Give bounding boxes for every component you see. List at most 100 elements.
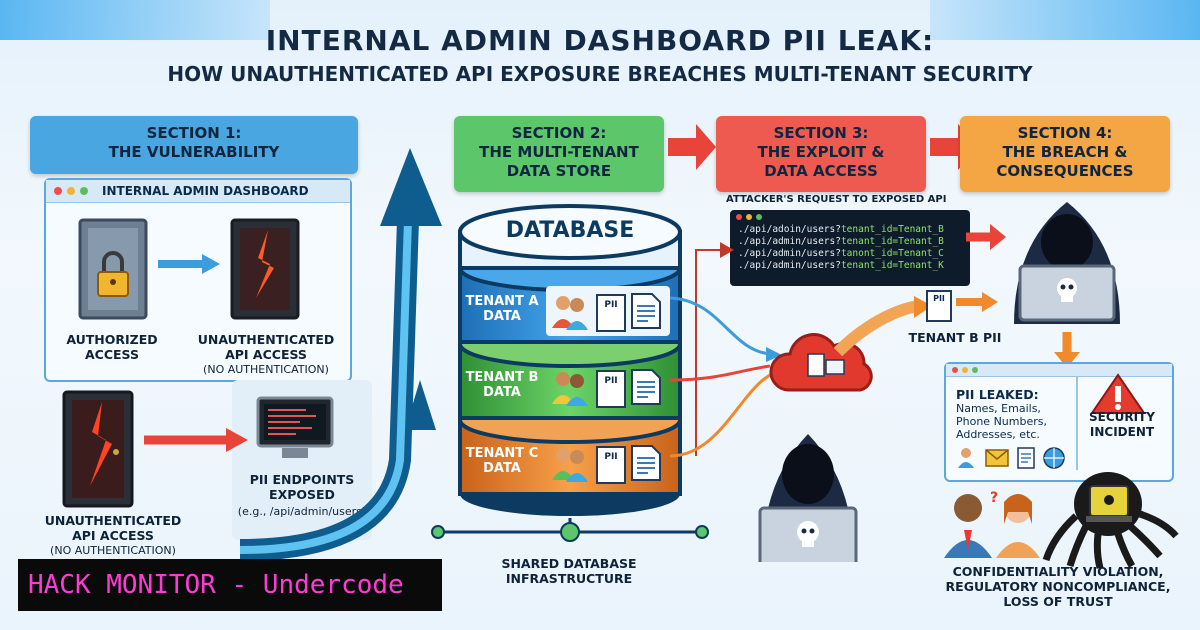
section-4-heading-line3: CONSEQUENCES [996, 162, 1134, 180]
hacker-icon [758, 434, 858, 562]
endpoints-example: (e.g., /api/admin/users) [237, 505, 367, 518]
endpoints-line1: PII ENDPOINTS [249, 472, 355, 487]
affected-users-icon: ? [944, 490, 1040, 558]
section-2-heading-line3: DATA STORE [506, 162, 612, 180]
incident-line1: SECURITY [1089, 410, 1155, 424]
cracked-door-icon [62, 390, 134, 508]
section-2-heading: SECTION 2: THE MULTI-TENANT DATA STORE [454, 116, 664, 192]
breach-window-titlebar [946, 364, 1172, 377]
section-2-heading-line2: THE MULTI-TENANT [479, 143, 639, 161]
window-title: INTERNAL ADMIN DASHBOARD [102, 184, 309, 198]
request-line: ./api/admin/users?tenant_id=Tenant_K [738, 260, 964, 272]
hacker-top-icon [1014, 202, 1120, 324]
database-label: DATABASE [505, 218, 635, 243]
section-3-heading-line1: SECTION 3: [773, 124, 869, 142]
exploit-connectors [669, 242, 782, 458]
tenant-a-pii-doc-icon: PII [596, 294, 626, 332]
infra-line1: SHARED DATABASE [501, 556, 637, 571]
pii-leaked-list: Names, Emails, Phone Numbers, Addresses,… [956, 402, 1076, 441]
breach-window-divider [1076, 376, 1078, 470]
section-1-heading: SECTION 1: THE VULNERABILITY [30, 116, 358, 174]
request-path: ./api/admin/users? [738, 248, 841, 259]
request-param: tanont_id=Tenant_C [840, 248, 944, 259]
pii-leaked-item: Names, Emails, [956, 402, 1041, 415]
section-2-arrow-icon [668, 124, 716, 170]
pii-endpoints-label: PII ENDPOINTS EXPOSED (e.g., /api/admin/… [232, 472, 372, 519]
watermark-banner: HACK MONITOR - Undercode [18, 559, 442, 611]
request-line: ./api/adoin/users?tenant_id=Tenant_B [738, 224, 964, 236]
pii-arrow-icon [956, 292, 998, 312]
consequence-line3: LOSS OF TRUST [1003, 594, 1113, 609]
request-label: ATTACKER'S REQUEST TO EXPOSED API [726, 194, 947, 205]
pii-leaked-title: PII LEAKED: [956, 387, 1039, 402]
request-line: ./api/admin/users?tenant_id=Tenant_B [738, 236, 964, 248]
pii-leaked-item: Phone Numbers, [956, 415, 1047, 428]
corner-decoration-left [0, 0, 270, 40]
infra-line2: INFRASTRUCTURE [505, 571, 633, 586]
security-incident-label: SECURITY INCIDENT [1080, 410, 1164, 440]
unauth2-line2: API ACCESS [72, 528, 154, 543]
breach-down-arrow-icon [1054, 332, 1080, 368]
tenant-c-label: TENANT C DATA [462, 446, 542, 476]
terminal-minimize-icon [746, 214, 752, 220]
unauth-access-label-2: UNAUTHENTICATED API ACCESS (NO AUTHENTIC… [38, 513, 188, 558]
request-arrow-icon [966, 224, 1006, 250]
section-4-heading-line2: THE BREACH & [1002, 143, 1128, 161]
tenant-c-document-icon [631, 445, 661, 481]
breach-minimize-icon [962, 367, 968, 373]
breach-maximize-icon [972, 367, 978, 373]
tenant-c-line2: DATA [483, 461, 521, 476]
authorized-arrow-icon [158, 254, 220, 274]
terminal-maximize-icon [756, 214, 762, 220]
unauth-line1: UNAUTHENTICATED [197, 332, 335, 347]
request-param: tenant_id=Tenant_B [840, 236, 944, 247]
unauth-arrow-icon [144, 428, 248, 452]
terminal-close-icon [736, 214, 742, 220]
unauth-access-label: UNAUTHENTICATED API ACCESS (NO AUTHENTIC… [194, 332, 338, 377]
unauth2-note: (NO AUTHENTICATION) [50, 544, 176, 557]
unauth-line2: API ACCESS [225, 347, 307, 362]
window-minimize-icon [67, 187, 75, 195]
tenant-b-users-icon [552, 372, 588, 406]
exfil-arrow-icon [834, 296, 932, 356]
section-4-heading: SECTION 4: THE BREACH & CONSEQUENCES [960, 116, 1170, 192]
endpoint-terminal-icon [256, 396, 334, 458]
window-maximize-icon [80, 187, 88, 195]
request-line: ./api/admin/users?tanont_id=Tenant_C [738, 248, 964, 260]
tenant-c-pii-doc-icon: PII [596, 446, 626, 484]
tenant-a-users-icon [552, 296, 588, 330]
tenant-b-line1: TENANT B [465, 370, 539, 385]
unauth-note: (NO AUTHENTICATION) [203, 363, 329, 376]
section-1-heading-line2: THE VULNERABILITY [108, 143, 280, 161]
authorized-access-label: AUTHORIZED ACCESS [52, 332, 172, 362]
tenant-b-label: TENANT B DATA [462, 370, 542, 400]
breach-close-icon [952, 367, 958, 373]
tenant-c-users-icon [552, 448, 588, 482]
tenant-c-line1: TENANT C [465, 446, 539, 461]
attacker-terminal: ./api/adoin/users?tenant_id=Tenant_B ./a… [730, 210, 970, 286]
section-1-heading-line1: SECTION 1: [146, 124, 242, 142]
exfil-pii-doc-icon: PII [926, 290, 952, 322]
octopus-logo-icon [1042, 472, 1179, 569]
tenant-a-line2: DATA [483, 309, 521, 324]
section-2-heading-line1: SECTION 2: [511, 124, 607, 142]
request-path: ./api/admin/users? [738, 260, 841, 271]
pii-leaked-item: Addresses, etc. [956, 428, 1040, 441]
tenant-a-label: TENANT A DATA [462, 294, 542, 324]
section-3-heading-line2: THE EXPLOIT & [757, 143, 885, 161]
page-title: INTERNAL ADMIN DASHBOARD PII LEAK: [265, 24, 935, 57]
window-close-icon [54, 187, 62, 195]
terminal-dots [736, 214, 762, 220]
tenant-a-document-icon [631, 293, 661, 329]
shared-infra-node-icon [431, 518, 709, 542]
warning-icon [1090, 373, 1146, 414]
request-path: ./api/adoin/users? [738, 224, 841, 235]
flow-arrow-icon [239, 148, 442, 561]
tenant-b-document-icon [631, 369, 661, 405]
tenant-b-pii-doc-icon: PII [596, 370, 626, 408]
consequence-line2: REGULATORY NONCOMPLIANCE, [945, 579, 1171, 594]
endpoints-line2: EXPOSED [269, 487, 335, 502]
leaked-pii-icons [958, 447, 1065, 469]
page-subtitle: HOW UNAUTHENTICATED API EXPOSURE BREACHE… [167, 62, 1033, 86]
shared-infra-label: SHARED DATABASE INFRASTRUCTURE [494, 556, 644, 586]
